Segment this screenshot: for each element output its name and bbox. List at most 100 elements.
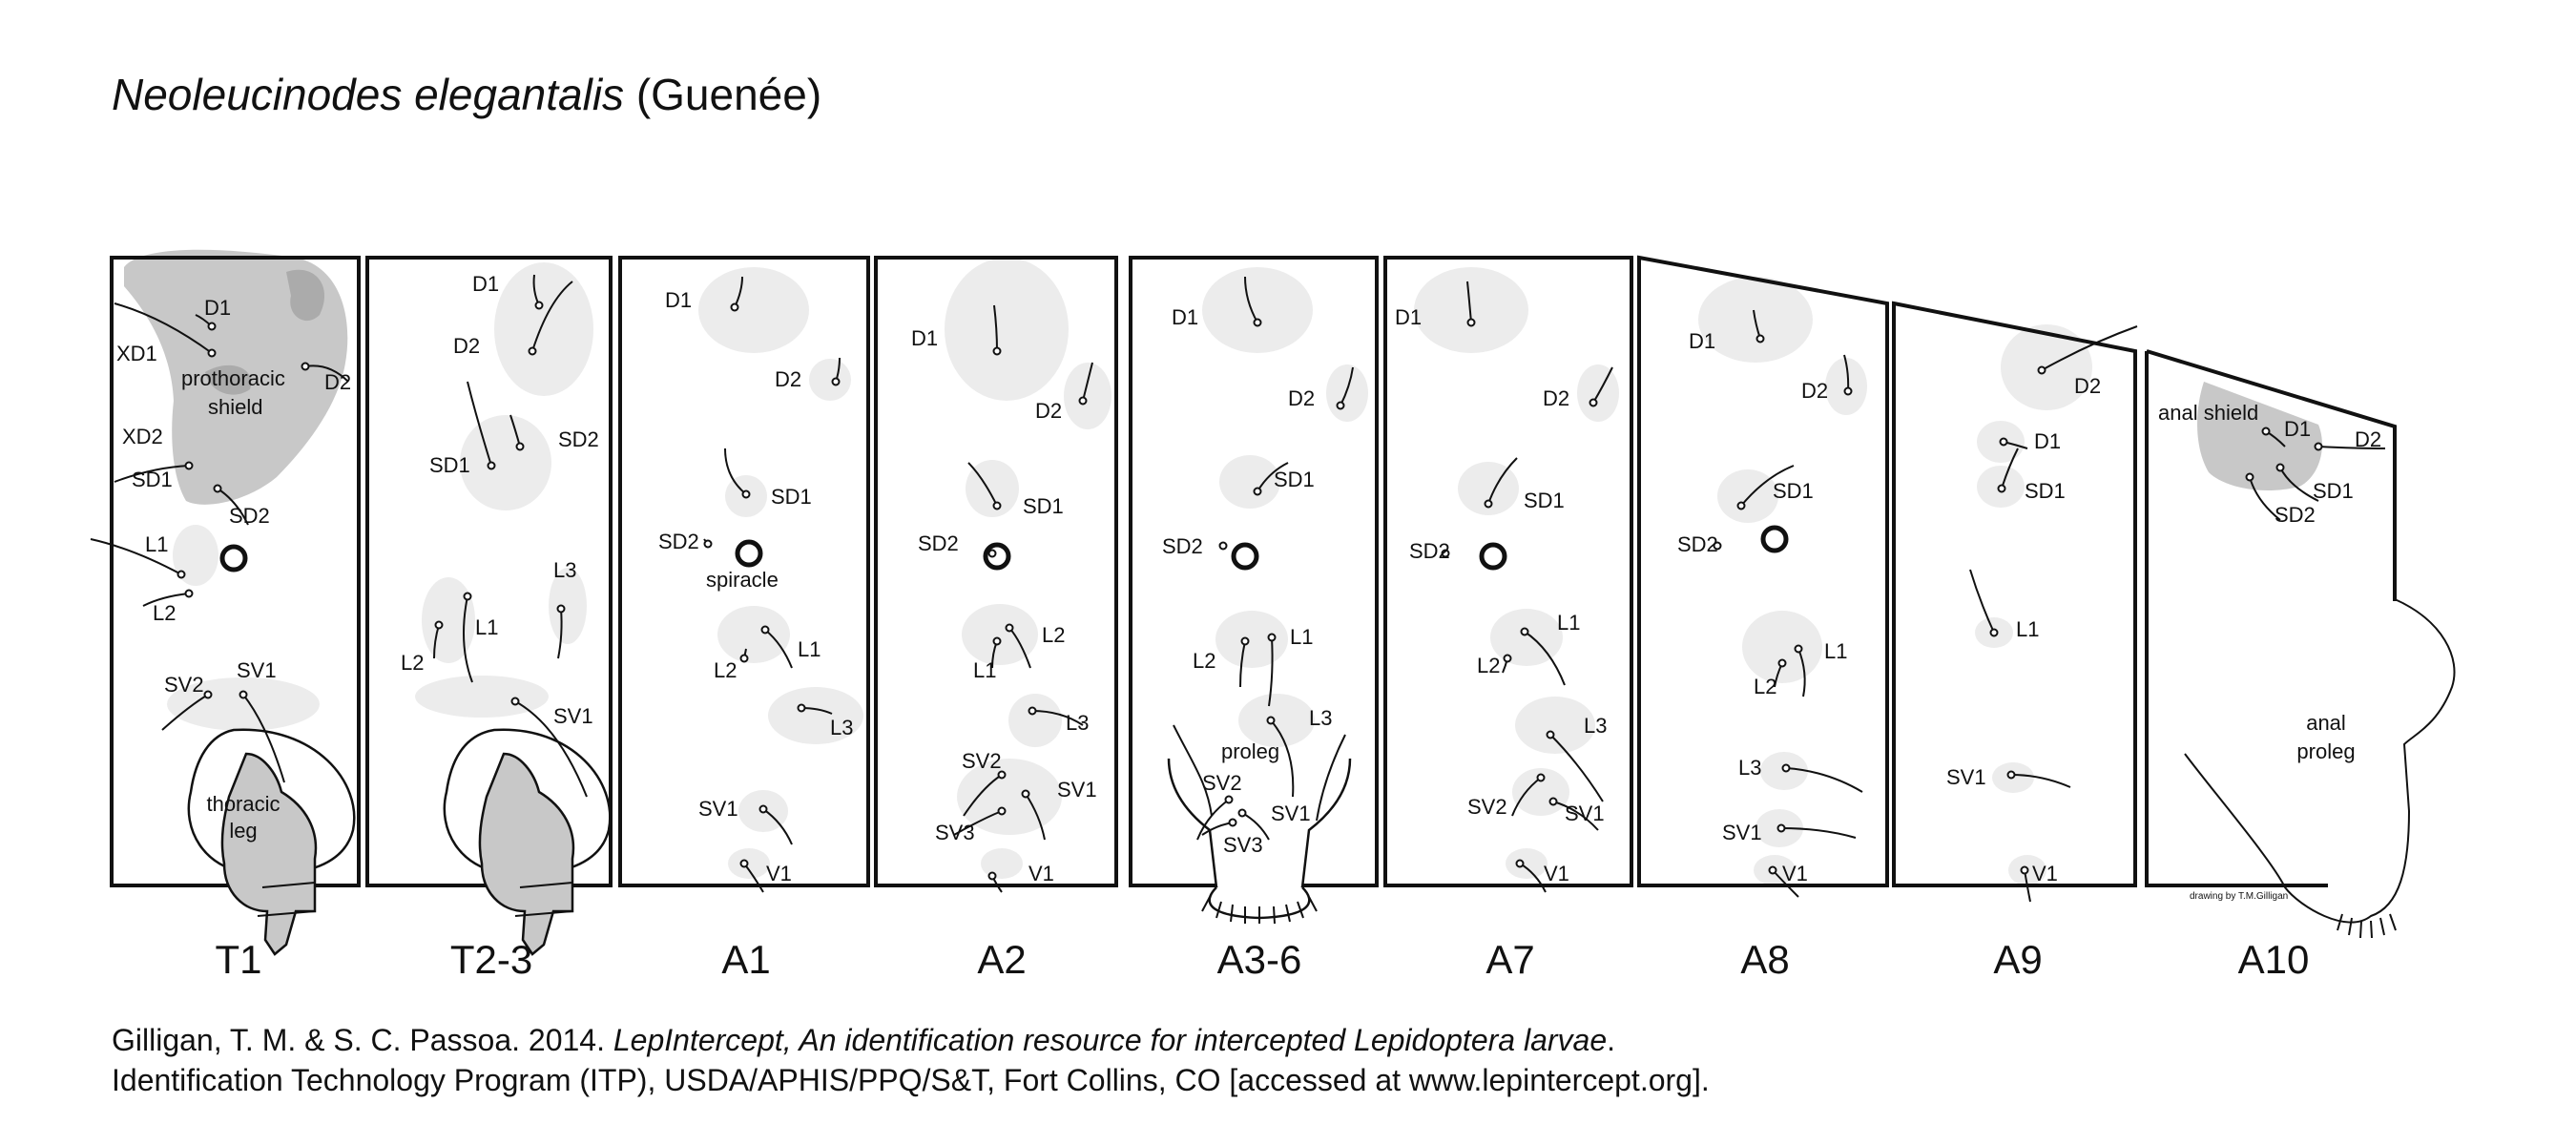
pinaculum (1825, 358, 1867, 415)
seta-label: spiracle (706, 568, 779, 592)
pinaculum (1202, 267, 1313, 353)
pinaculum (945, 258, 1069, 401)
pinaculum (728, 848, 770, 879)
seta-label: D1 (204, 296, 231, 320)
pinaculum (422, 577, 475, 663)
seta-label: D2 (2074, 374, 2101, 398)
segment-box (1383, 256, 1633, 887)
seta-label: SD1 (1023, 494, 1064, 518)
seta-label: proleg (2296, 739, 2355, 763)
segment-t1: D1XD1prothoracicshieldD2XD2SD1SD2L1L2SV1… (90, 249, 361, 956)
segment-label: A8 (1740, 937, 1789, 982)
crochets (2337, 913, 2397, 939)
seta-socket (1237, 808, 1247, 818)
seta-label: SV2 (1202, 771, 1242, 795)
seta-socket (987, 549, 997, 558)
seta-label: XD2 (122, 425, 163, 448)
segment-label: T2-3 (450, 937, 532, 982)
seta-socket (992, 501, 1002, 510)
seta-label: SD2 (658, 530, 699, 553)
segment-box (618, 256, 870, 887)
seta-socket (1536, 773, 1546, 782)
seta (1549, 734, 1604, 802)
seta-label: L3 (1584, 714, 1607, 738)
seta (1196, 799, 1230, 841)
seta (1031, 710, 1084, 726)
pinaculum (167, 677, 320, 731)
seta-socket (831, 377, 841, 386)
leg-joint (257, 882, 316, 917)
segment-label: A7 (1485, 937, 1534, 982)
seta-label: D1 (1395, 305, 1422, 329)
seta-socket (2261, 427, 2271, 436)
seta-socket (1515, 859, 1525, 868)
pinaculum (173, 525, 218, 586)
seta-socket (2275, 463, 2285, 472)
seta-socket (239, 690, 248, 699)
seta-socket (739, 654, 749, 663)
seta-label: V1 (1544, 862, 1569, 885)
seta-socket (758, 804, 768, 814)
spiracle-ring (219, 544, 248, 572)
seta-label: SD1 (2313, 479, 2354, 503)
citation-line-2: Identification Technology Program (ITP),… (112, 1063, 1710, 1097)
seta-label: L3 (553, 558, 576, 582)
seta-label: SV2 (962, 749, 1002, 773)
seta (90, 538, 182, 575)
seta-socket (203, 690, 213, 699)
seta-socket (1484, 499, 1493, 509)
seta-socket (207, 322, 217, 331)
proleg-outline (1167, 758, 1352, 900)
pinaculum (1326, 364, 1368, 422)
seta-socket (730, 302, 739, 312)
seta (531, 281, 573, 352)
seta-socket (997, 770, 1007, 780)
seta-label: L1 (1824, 639, 1847, 663)
seta (1740, 465, 1795, 507)
seta-label: anal (2306, 711, 2346, 735)
pinaculum (1414, 267, 1528, 353)
citation-work-title: LepIntercept, An identification resource… (613, 1023, 1608, 1057)
shield-dark-patch (205, 364, 252, 395)
seta-label: D1 (472, 272, 499, 296)
spiracle-ring (1479, 542, 1507, 571)
seta-socket (534, 301, 544, 310)
seta-socket (1843, 386, 1853, 396)
segment-box (2145, 351, 2328, 887)
seta-socket (1503, 654, 1512, 663)
seta-label: D1 (665, 288, 692, 312)
seta-socket (184, 589, 194, 598)
seta-label: D2 (324, 370, 351, 394)
pinaculum (957, 759, 1062, 835)
seta-label: SV1 (1057, 778, 1097, 802)
pinaculum (809, 359, 851, 401)
seta-socket (703, 539, 713, 549)
seta-label: D1 (2284, 417, 2311, 441)
segment-label: T1 (215, 937, 261, 982)
pinaculum (1215, 611, 1288, 668)
spiracle-ring (735, 539, 763, 568)
seta-socket (1589, 398, 1598, 407)
seta-label: SD2 (918, 531, 959, 555)
seta (967, 462, 998, 507)
seta-label: L1 (2016, 617, 2039, 641)
seta-socket (1218, 541, 1228, 551)
seta-label: shield (208, 395, 262, 419)
seta (1268, 636, 1274, 707)
seta-socket (434, 620, 444, 630)
seta-socket (2037, 365, 2046, 375)
seta-socket (2314, 442, 2323, 451)
seta-socket (1781, 763, 1791, 773)
seta-label: L1 (1290, 625, 1313, 649)
seta-label: L2 (153, 601, 176, 625)
seta-socket (213, 484, 222, 493)
seta (2041, 325, 2138, 371)
drawing-credit: drawing by T.M.Gilligan (2190, 891, 2288, 902)
seta-label: SD2 (1677, 532, 1718, 556)
